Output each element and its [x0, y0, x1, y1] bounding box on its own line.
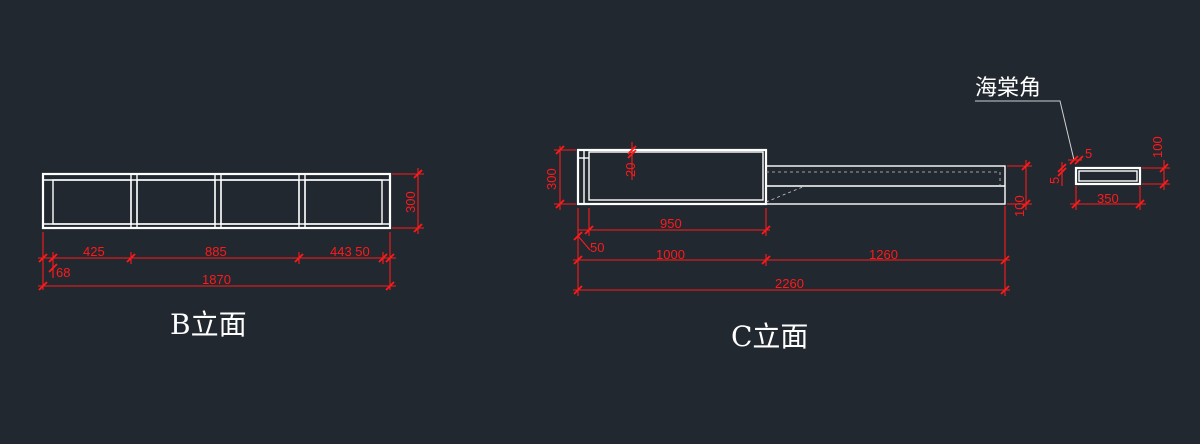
b-dim-1870: 1870 [202, 272, 231, 287]
c-dim-1000: 1000 [656, 247, 685, 262]
detail-dim-350: 350 [1097, 191, 1119, 206]
c-dim-300: 300 [544, 168, 559, 190]
c-hidden-line-3 [765, 185, 806, 203]
c-dim-1260: 1260 [869, 247, 898, 262]
b-panel-2 [136, 179, 216, 225]
b-panel-1 [52, 179, 132, 225]
corner-detail-box [1074, 166, 1142, 186]
corner-dimension-lines [1057, 155, 1170, 210]
b-dim-300: 300 [403, 191, 418, 213]
c-dim-50: 50 [590, 240, 604, 255]
c-dim-20: 20 [623, 163, 638, 177]
b-panel-3 [220, 179, 300, 225]
corner-leader-line [975, 100, 1075, 161]
b-elevation-title: B立面 [170, 308, 247, 341]
b-panel-4 [304, 179, 383, 225]
b-outer-frame [41, 172, 392, 230]
corner-detail-label: 海棠角 [975, 76, 1041, 101]
c-elevation-title: C立面 [731, 320, 808, 353]
detail-dim-5-top: 5 [1085, 146, 1092, 161]
c-cabinet-frame [576, 148, 768, 206]
corner-detail-drawing [1074, 166, 1142, 186]
c-dim-2260: 2260 [775, 276, 804, 291]
corner-detail-inner [1078, 170, 1138, 182]
c-bench [765, 165, 1006, 205]
detail-dim-5-side: 5 [1047, 177, 1062, 184]
b-dim-68: 68 [56, 265, 70, 280]
c-dimension-lines [554, 142, 1032, 296]
b-dimension-lines [38, 168, 424, 291]
detail-dim-100: 100 [1150, 136, 1165, 158]
b-dim-425: 425 [83, 244, 105, 259]
c-cabinet-inner [588, 151, 764, 201]
b-dim-443-50: 443 50 [330, 244, 370, 259]
c-dim-950: 950 [660, 216, 682, 231]
b-dim-885: 885 [205, 244, 227, 259]
b-elevation-drawing [41, 172, 392, 230]
c-elevation-drawing [576, 148, 1006, 206]
c-dim-100: 100 [1012, 195, 1027, 217]
